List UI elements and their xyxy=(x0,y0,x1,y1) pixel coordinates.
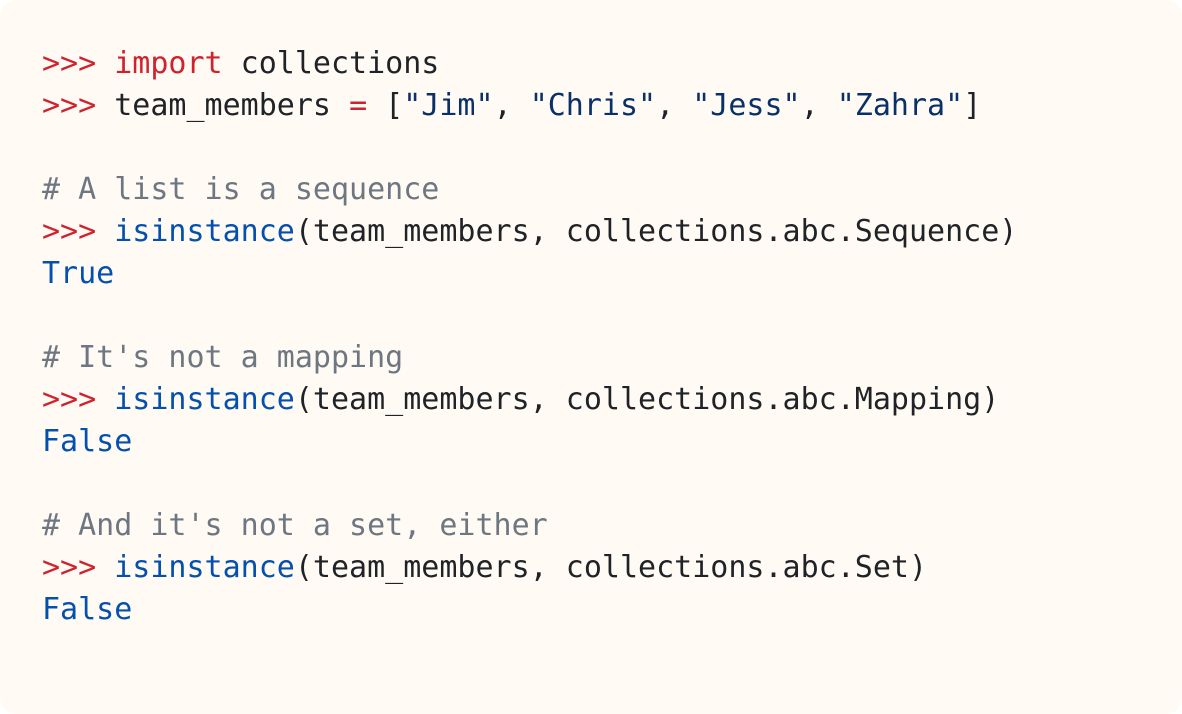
code-line: True xyxy=(42,253,1017,295)
boolean-constant-token: False xyxy=(42,424,133,459)
repl-prompt: >>> xyxy=(42,88,115,123)
keyword-token: import xyxy=(114,46,223,81)
string-literal-token: "Jim" xyxy=(403,88,494,123)
repl-prompt: >>> xyxy=(42,46,115,81)
string-literal-token: "Chris" xyxy=(529,88,657,123)
code-text-token: (team_members, collections.abc.Sequence) xyxy=(294,214,1018,249)
code-line: >>> team_members = ["Jim", "Chris", "Jes… xyxy=(42,85,1017,127)
code-text-token: [ xyxy=(367,88,404,123)
code-line: # It's not a mapping xyxy=(42,337,1017,379)
repl-prompt: >>> xyxy=(42,550,115,585)
string-literal-token: "Zahra" xyxy=(836,88,964,123)
code-text-token: , xyxy=(656,88,693,123)
code-text-token: , xyxy=(493,88,530,123)
code-line: >>> isinstance(team_members, collections… xyxy=(42,211,1017,253)
operator-token: = xyxy=(349,88,368,123)
code-line: # And it's not a set, either xyxy=(42,505,1017,547)
repl-prompt: >>> xyxy=(42,382,115,417)
builtin-function-token: isinstance xyxy=(114,382,295,417)
code-comment: # A list is a sequence xyxy=(42,172,440,207)
code-line: >>> isinstance(team_members, collections… xyxy=(42,547,1017,589)
boolean-constant-token: False xyxy=(42,592,133,627)
code-text-token: ] xyxy=(963,88,982,123)
code-text-token: collections xyxy=(222,46,440,81)
repl-prompt: >>> xyxy=(42,214,115,249)
code-line: # A list is a sequence xyxy=(42,169,1017,211)
code-line: False xyxy=(42,589,1017,631)
string-literal-token: "Jess" xyxy=(692,88,801,123)
code-text-token: team_members xyxy=(114,88,350,123)
code-text-token: , xyxy=(800,88,837,123)
code-text-token: (team_members, collections.abc.Set) xyxy=(294,550,928,585)
code-line: >>> isinstance(team_members, collections… xyxy=(42,379,1017,421)
builtin-function-token: isinstance xyxy=(114,550,295,585)
builtin-function-token: isinstance xyxy=(114,214,295,249)
code-comment: # And it's not a set, either xyxy=(42,508,548,543)
blank-code-line xyxy=(42,295,1017,337)
boolean-constant-token: True xyxy=(42,256,115,291)
code-comment: # It's not a mapping xyxy=(42,340,404,375)
blank-code-line xyxy=(42,127,1017,169)
blank-code-line xyxy=(42,463,1017,505)
python-repl-code-block: >>> import collections>>> team_members =… xyxy=(42,43,1017,631)
code-text-token: (team_members, collections.abc.Mapping) xyxy=(294,382,1000,417)
code-line: False xyxy=(42,421,1017,463)
code-line: >>> import collections xyxy=(42,43,1017,85)
